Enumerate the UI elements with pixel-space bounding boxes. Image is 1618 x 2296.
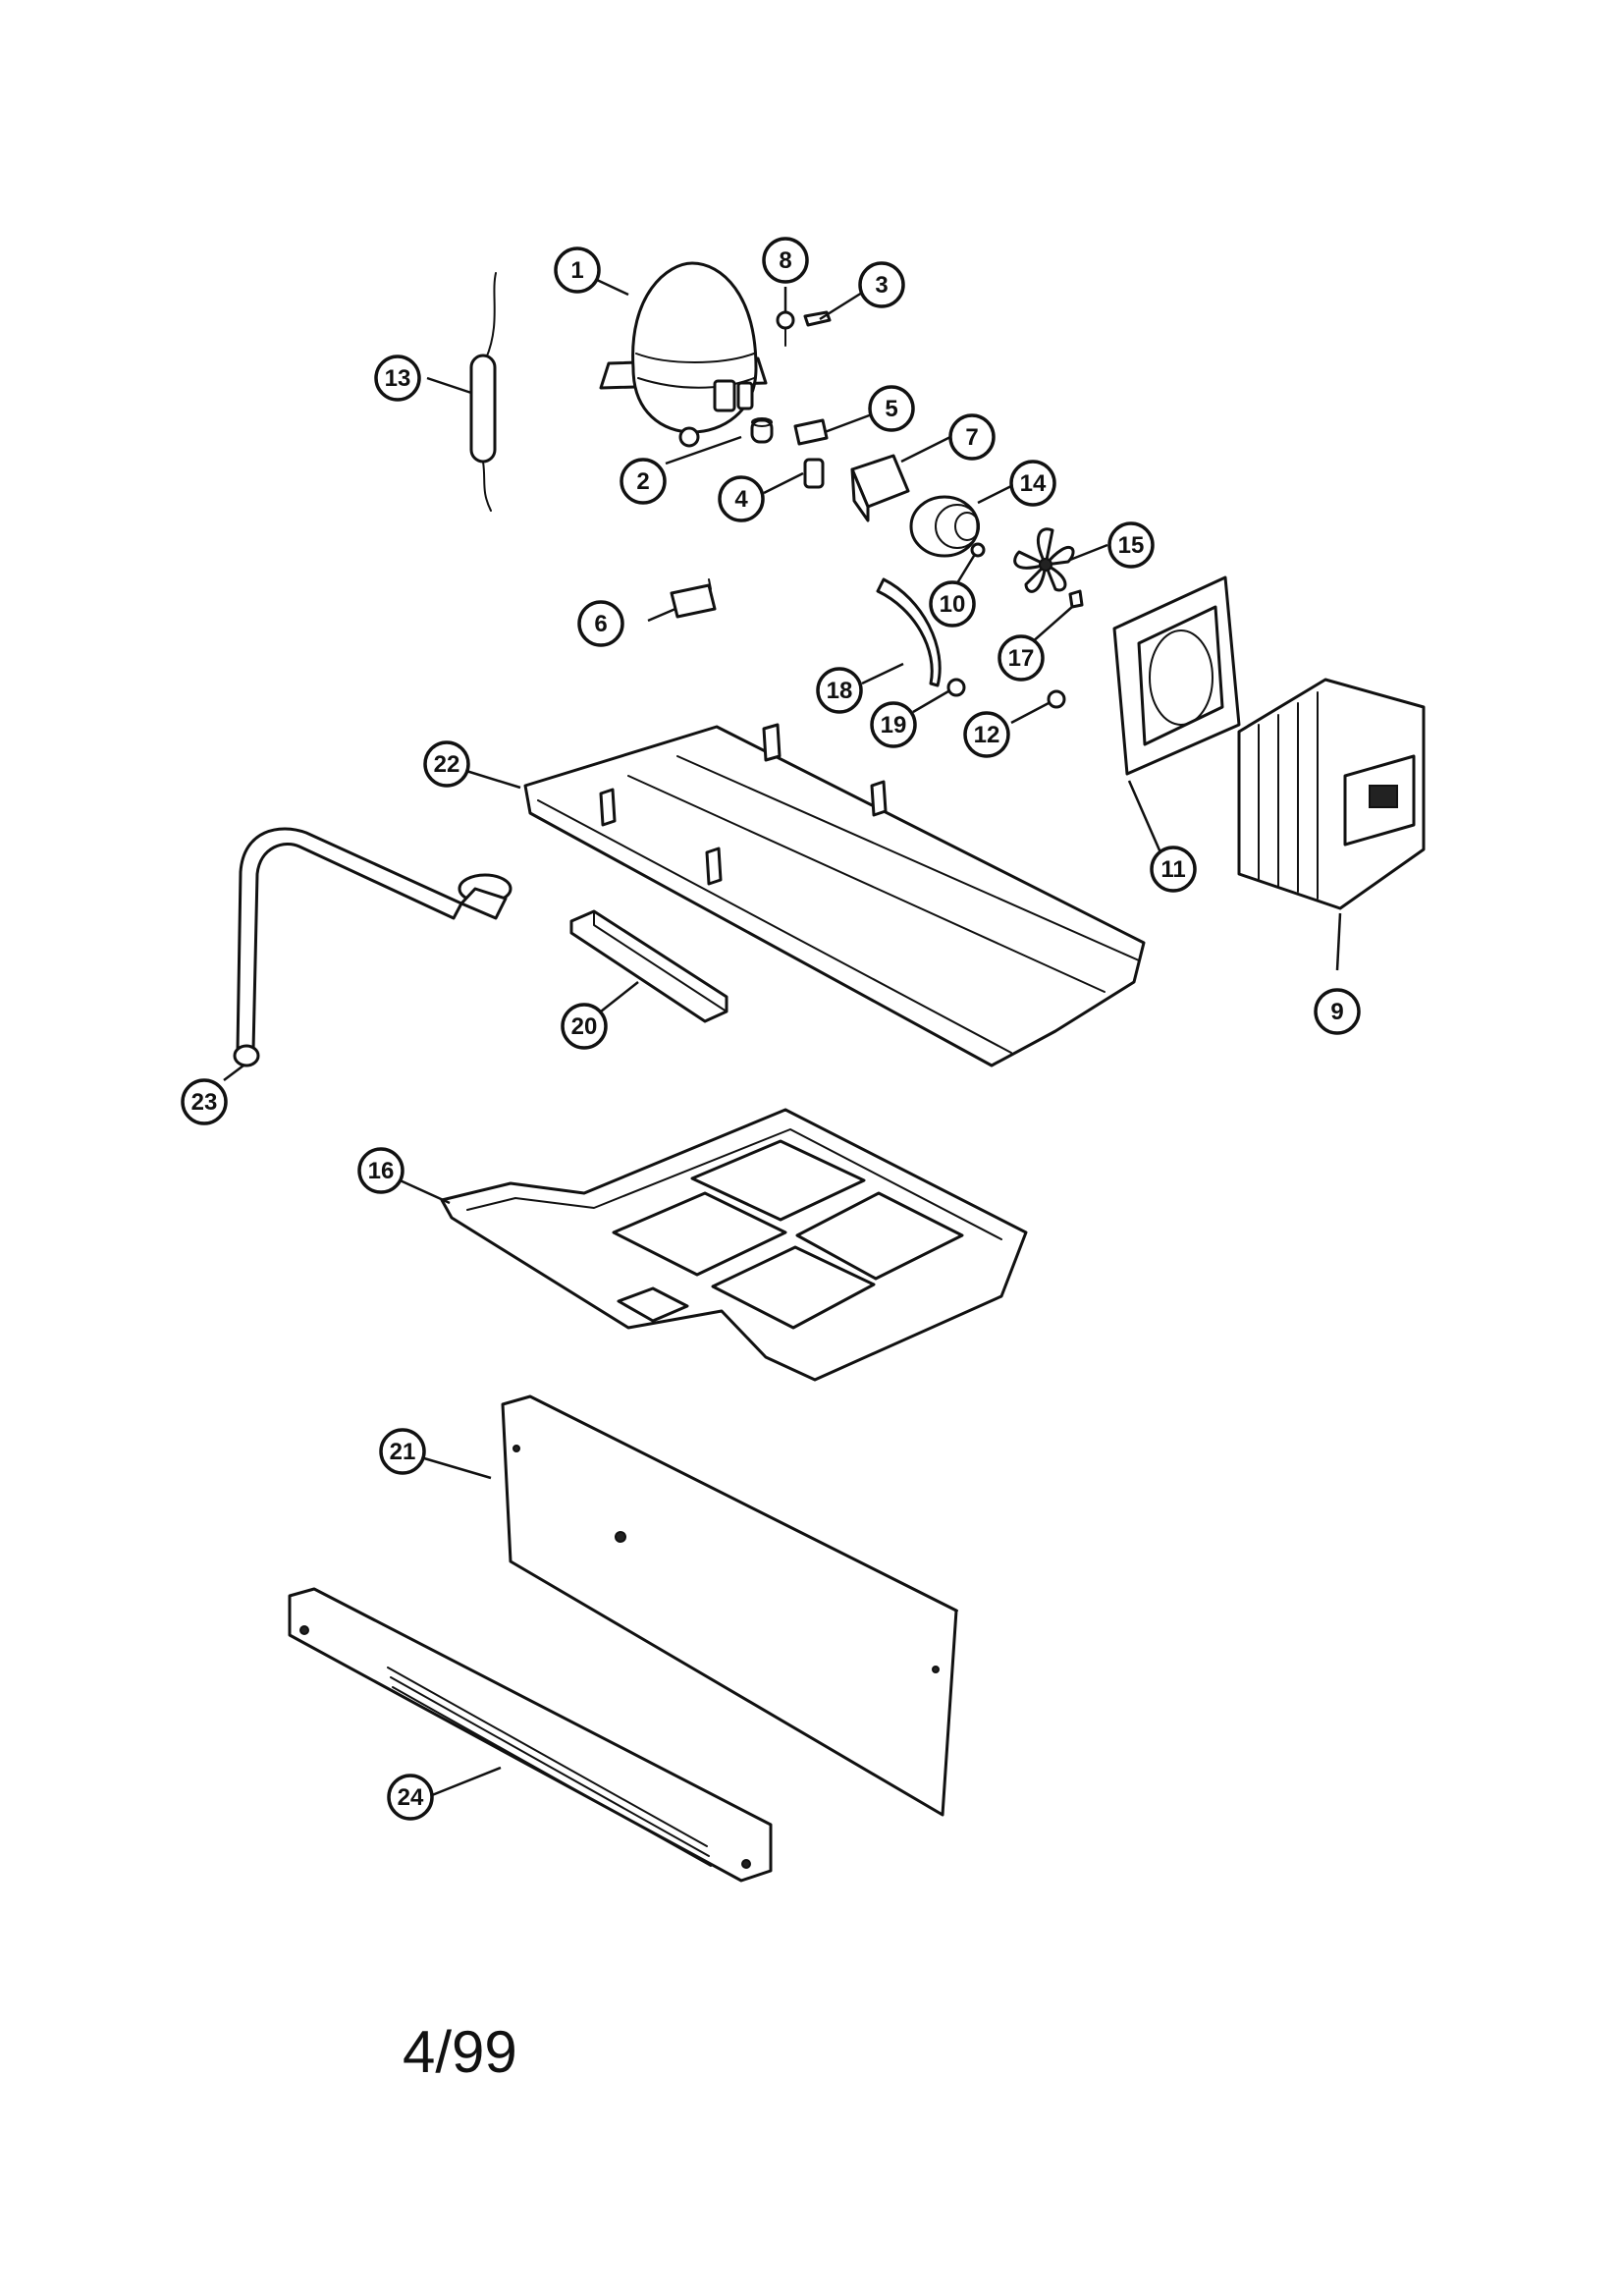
svg-text:23: 23 xyxy=(191,1089,218,1116)
callout-2: 2 xyxy=(620,458,667,505)
svg-text:24: 24 xyxy=(398,1784,424,1811)
svg-text:19: 19 xyxy=(881,712,907,738)
callout-1: 1 xyxy=(554,246,601,294)
part-24-toe-grille xyxy=(288,1587,773,1883)
part-20-channel xyxy=(569,909,728,1023)
svg-text:12: 12 xyxy=(974,722,1000,748)
svg-text:20: 20 xyxy=(571,1013,598,1040)
part-4-overload xyxy=(803,458,825,489)
svg-text:22: 22 xyxy=(434,751,460,778)
part-9-condenser xyxy=(1237,678,1426,910)
callout-3: 3 xyxy=(858,261,905,308)
callout-15: 15 xyxy=(1107,521,1155,569)
callout-18: 18 xyxy=(816,667,863,714)
svg-text:17: 17 xyxy=(1008,645,1035,672)
callout-4: 4 xyxy=(718,475,765,522)
svg-text:9: 9 xyxy=(1330,999,1343,1025)
part-11-fan-shroud xyxy=(1112,575,1241,776)
part-1-compressor xyxy=(599,261,768,448)
callout-13: 13 xyxy=(374,355,421,402)
callout-8: 8 xyxy=(762,237,809,284)
callout-10: 10 xyxy=(929,580,976,628)
svg-text:5: 5 xyxy=(885,396,897,422)
callout-23: 23 xyxy=(181,1078,228,1125)
part-2-grommet xyxy=(750,417,774,444)
svg-text:18: 18 xyxy=(827,678,853,704)
callout-16: 16 xyxy=(357,1147,404,1194)
callout-6: 6 xyxy=(577,600,624,647)
callout-7: 7 xyxy=(948,413,996,461)
leader-lines xyxy=(223,278,1342,1797)
callout-5: 5 xyxy=(868,385,915,432)
svg-text:7: 7 xyxy=(965,424,978,451)
callout-22: 22 xyxy=(423,740,470,788)
svg-text:1: 1 xyxy=(570,257,583,284)
callout-12: 12 xyxy=(963,711,1010,758)
svg-text:10: 10 xyxy=(940,591,966,618)
callout-11: 11 xyxy=(1150,846,1197,893)
part-5-clip xyxy=(793,418,829,446)
part-15-fan-blade xyxy=(1013,527,1075,593)
svg-text:21: 21 xyxy=(390,1439,416,1465)
part-10-washer xyxy=(970,542,986,558)
callout-17: 17 xyxy=(998,634,1045,682)
part-7-relay xyxy=(850,454,910,522)
part-6-component xyxy=(670,578,717,619)
callout-9: 9 xyxy=(1314,988,1361,1035)
svg-text:3: 3 xyxy=(875,272,888,299)
part-13-drier xyxy=(469,272,497,512)
part-21-access-panel xyxy=(501,1394,958,1817)
svg-text:14: 14 xyxy=(1020,470,1047,497)
svg-text:13: 13 xyxy=(385,365,411,392)
callout-19: 19 xyxy=(870,701,917,748)
svg-text:15: 15 xyxy=(1118,532,1145,559)
svg-text:16: 16 xyxy=(368,1158,395,1184)
svg-text:4: 4 xyxy=(734,486,748,513)
svg-text:2: 2 xyxy=(636,468,649,495)
svg-text:11: 11 xyxy=(1160,856,1185,883)
svg-text:6: 6 xyxy=(594,611,607,637)
part-22-base-pan xyxy=(523,723,1146,1067)
part-17-clip xyxy=(1068,589,1084,609)
part-14-fan-motor xyxy=(909,495,980,558)
part-16-drain-pan xyxy=(440,1108,1028,1382)
svg-text:8: 8 xyxy=(779,247,791,274)
callout-24: 24 xyxy=(387,1774,434,1821)
part-19-nut xyxy=(946,678,966,697)
part-23-drain-tube xyxy=(233,827,512,1067)
callout-21: 21 xyxy=(379,1428,426,1475)
callout-20: 20 xyxy=(561,1003,608,1050)
part-8-screw xyxy=(776,310,795,347)
part-12-nut xyxy=(1047,689,1066,709)
callout-14: 14 xyxy=(1009,460,1056,507)
part-18-bracket xyxy=(876,577,942,687)
revision-date: 4/99 xyxy=(403,2019,517,2085)
